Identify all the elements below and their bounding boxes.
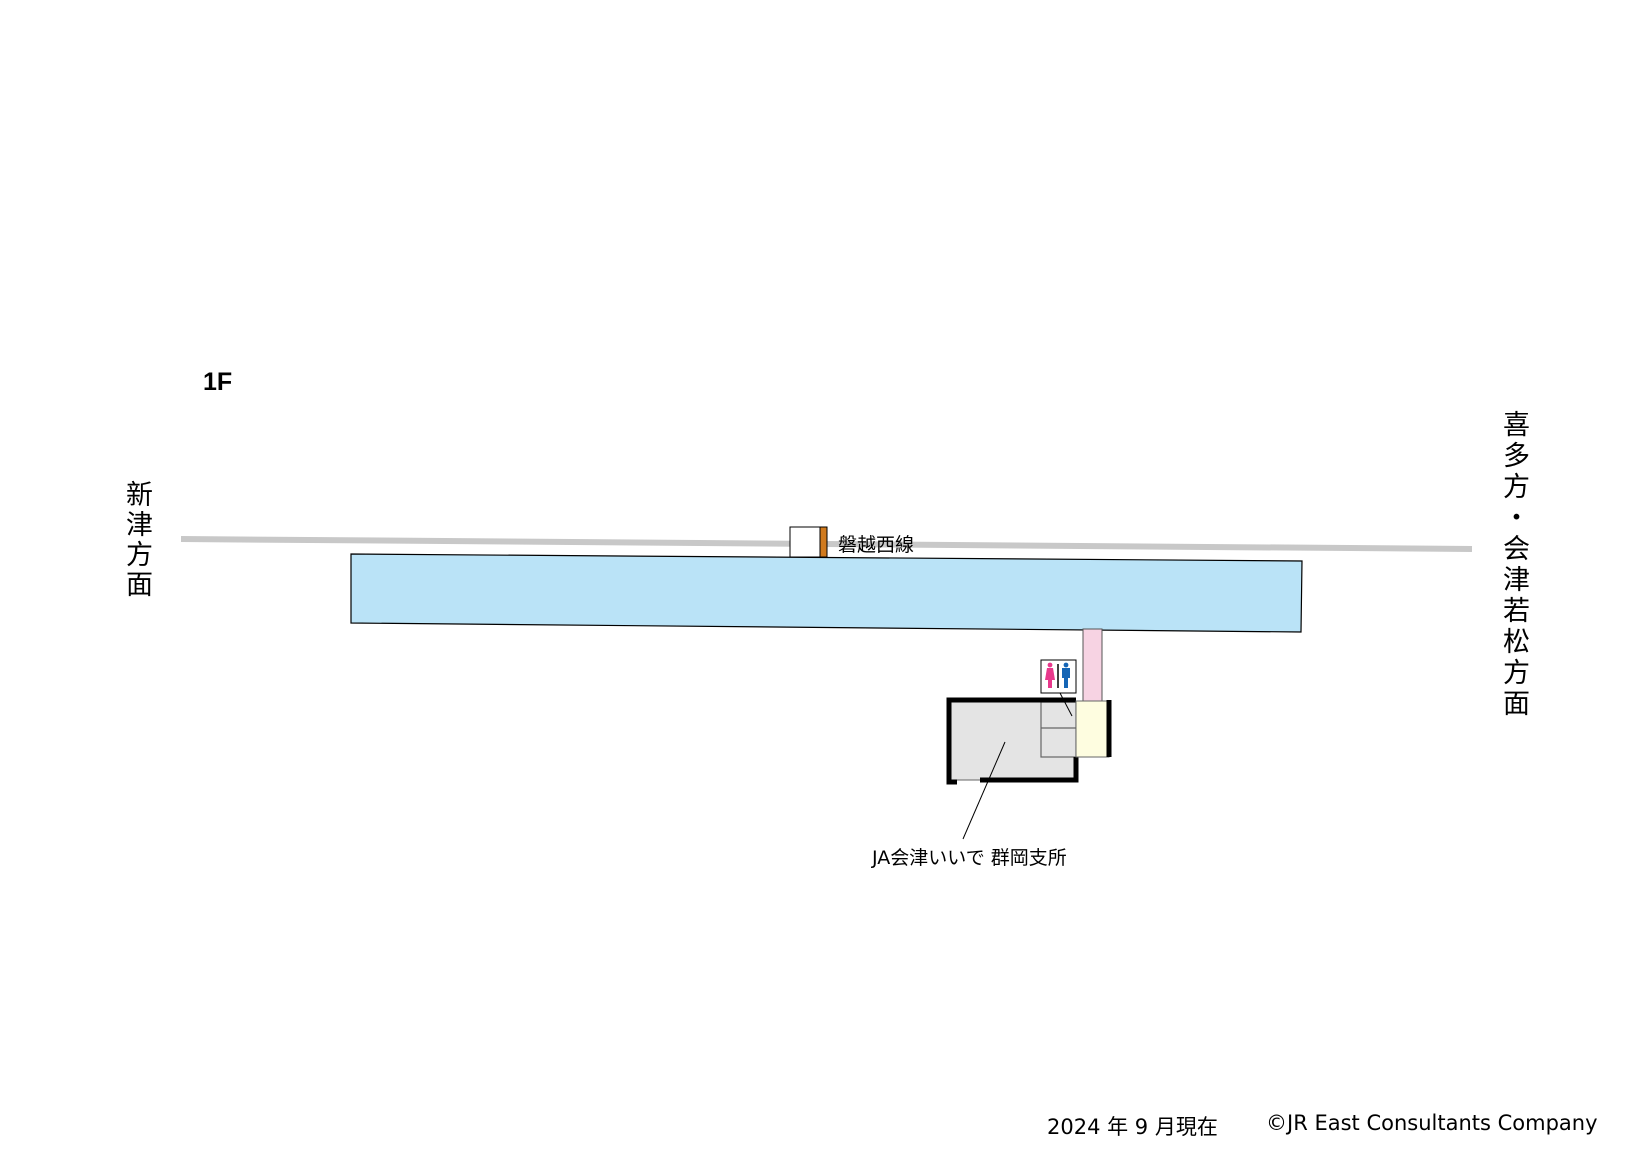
direction-left-label: 新津方面	[121, 480, 152, 600]
platform	[350, 553, 1303, 633]
footer-copyright: ©JR East Consultants Company	[1266, 1111, 1598, 1135]
entrance	[1075, 700, 1112, 758]
toilet-leader-line	[1059, 692, 1073, 717]
facility-leader-line	[962, 741, 1006, 840]
station-sign	[789, 526, 828, 558]
floor-label: 1F	[203, 368, 233, 396]
line-name-label: 磐越西線	[838, 534, 915, 556]
passage	[1082, 628, 1103, 702]
station-building	[946, 697, 1079, 785]
footer-date: 2024 年 9 月現在	[1047, 1115, 1218, 1139]
toilet-icon	[1040, 659, 1077, 694]
direction-right-label: 喜多方・会津若松方面	[1498, 410, 1529, 720]
facility-label: JA会津いいで 群岡支所	[872, 847, 1067, 869]
